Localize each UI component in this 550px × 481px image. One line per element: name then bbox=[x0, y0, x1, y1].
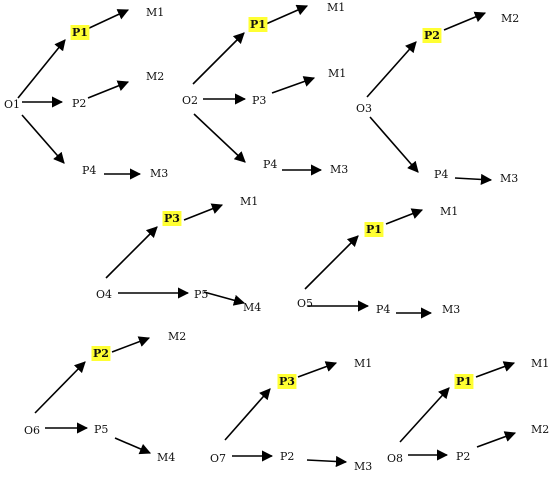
node-m-top-g4: M1 bbox=[240, 195, 258, 208]
arrow-g1-4 bbox=[21, 114, 65, 164]
node-m-top-g5: M1 bbox=[440, 205, 458, 218]
highlight-box-g2 bbox=[248, 17, 268, 32]
arrow-g2-1 bbox=[265, 4, 309, 25]
node-p-bot-g8: P2 bbox=[456, 450, 470, 463]
node-p-top-g4: P3 bbox=[164, 212, 180, 225]
highlight-box-g4 bbox=[162, 211, 182, 226]
arrow-g7-3 bbox=[306, 455, 348, 468]
node-o-g3: O3 bbox=[356, 102, 372, 115]
node-p-top-g1: P1 bbox=[72, 26, 88, 39]
node-p-top-g2: P1 bbox=[250, 18, 266, 31]
node-m-top-g7: M1 bbox=[354, 357, 372, 370]
arrow-g5-0 bbox=[304, 235, 359, 290]
node-p-mid-g1: P2 bbox=[72, 97, 86, 110]
node-p-top-g8: P1 bbox=[456, 375, 472, 388]
node-p-bot-g6: P5 bbox=[94, 423, 108, 436]
arrow-g4-1 bbox=[183, 203, 224, 221]
node-p-top-g5: P1 bbox=[366, 223, 382, 236]
arrow-g6-3 bbox=[114, 437, 152, 455]
node-p-bot-g7: P2 bbox=[280, 450, 294, 463]
node-p-top-g6: P2 bbox=[93, 347, 109, 360]
arrow-g3-0 bbox=[366, 41, 417, 98]
node-o-g1: O1 bbox=[4, 98, 20, 111]
arrow-g8-3 bbox=[476, 431, 517, 448]
arrow-g1-0 bbox=[17, 39, 66, 99]
node-m-top-g6: M2 bbox=[168, 330, 186, 343]
highlight-box-g5 bbox=[364, 222, 384, 237]
node-p-mid-g2: P3 bbox=[252, 94, 266, 107]
arrow-g6-0 bbox=[34, 361, 86, 414]
arrow-g1-3 bbox=[87, 80, 130, 99]
node-m-mid-g2: M1 bbox=[328, 67, 346, 80]
node-o-g6: O6 bbox=[24, 424, 40, 437]
node-p-bot-g5: P4 bbox=[376, 303, 390, 316]
arrow-g4-0 bbox=[105, 226, 158, 279]
node-m-bot-g7: M3 bbox=[354, 460, 372, 473]
arrow-g7-1 bbox=[297, 361, 338, 378]
node-p-bot-g2: P4 bbox=[263, 158, 277, 171]
node-m-top-g1: M1 bbox=[146, 6, 164, 19]
arrow-g6-1 bbox=[111, 336, 151, 353]
highlight-box-g3 bbox=[422, 28, 442, 43]
node-o-g4: O4 bbox=[96, 288, 112, 301]
arrow-g4-3 bbox=[203, 291, 246, 306]
node-p-bot-g3: P4 bbox=[434, 168, 448, 181]
node-p-top-g7: P3 bbox=[279, 375, 295, 388]
arrow-g2-3 bbox=[271, 76, 316, 94]
node-m-top-g8: M1 bbox=[531, 357, 549, 370]
highlight-box-g1 bbox=[70, 25, 90, 40]
arrow-g1-1 bbox=[84, 9, 130, 31]
arrow-g3-3 bbox=[454, 173, 493, 186]
arrow-g8-1 bbox=[475, 361, 516, 378]
highlight-box-g6 bbox=[91, 346, 111, 361]
arrow-g8-0 bbox=[399, 387, 450, 443]
node-o-g8: O8 bbox=[387, 452, 403, 465]
arrow-g5-1 bbox=[385, 208, 424, 225]
node-m-mid-g1: M2 bbox=[146, 70, 164, 83]
arrow-g2-4 bbox=[193, 113, 246, 163]
arrow-g3-2 bbox=[369, 116, 419, 173]
node-o-g2: O2 bbox=[182, 94, 198, 107]
node-p-bot-g1: P4 bbox=[82, 164, 96, 177]
node-p-top-g3: P2 bbox=[424, 29, 440, 42]
arrow-g3-1 bbox=[443, 11, 487, 31]
edges-layer bbox=[17, 4, 517, 468]
node-m-bot-g8: M2 bbox=[531, 423, 549, 436]
highlight-box-g8 bbox=[454, 374, 474, 389]
node-m-bot-g3: M3 bbox=[500, 172, 518, 185]
arrow-g2-0 bbox=[192, 32, 245, 85]
node-m-bot-g6: M4 bbox=[157, 451, 175, 464]
node-m-bot-g4: M4 bbox=[243, 301, 261, 314]
node-p-bot-g4: P5 bbox=[194, 288, 208, 301]
node-o-g7: O7 bbox=[210, 452, 226, 465]
highlight-box-g7 bbox=[277, 374, 297, 389]
node-o-g5: O5 bbox=[297, 297, 313, 310]
node-m-bot-g2: M3 bbox=[330, 163, 348, 176]
node-m-top-g2: M1 bbox=[327, 1, 345, 14]
arrow-g7-0 bbox=[224, 388, 271, 441]
node-m-bot-g1: M3 bbox=[150, 167, 168, 180]
node-m-bot-g5: M3 bbox=[442, 303, 460, 316]
node-m-top-g3: M2 bbox=[501, 12, 519, 25]
